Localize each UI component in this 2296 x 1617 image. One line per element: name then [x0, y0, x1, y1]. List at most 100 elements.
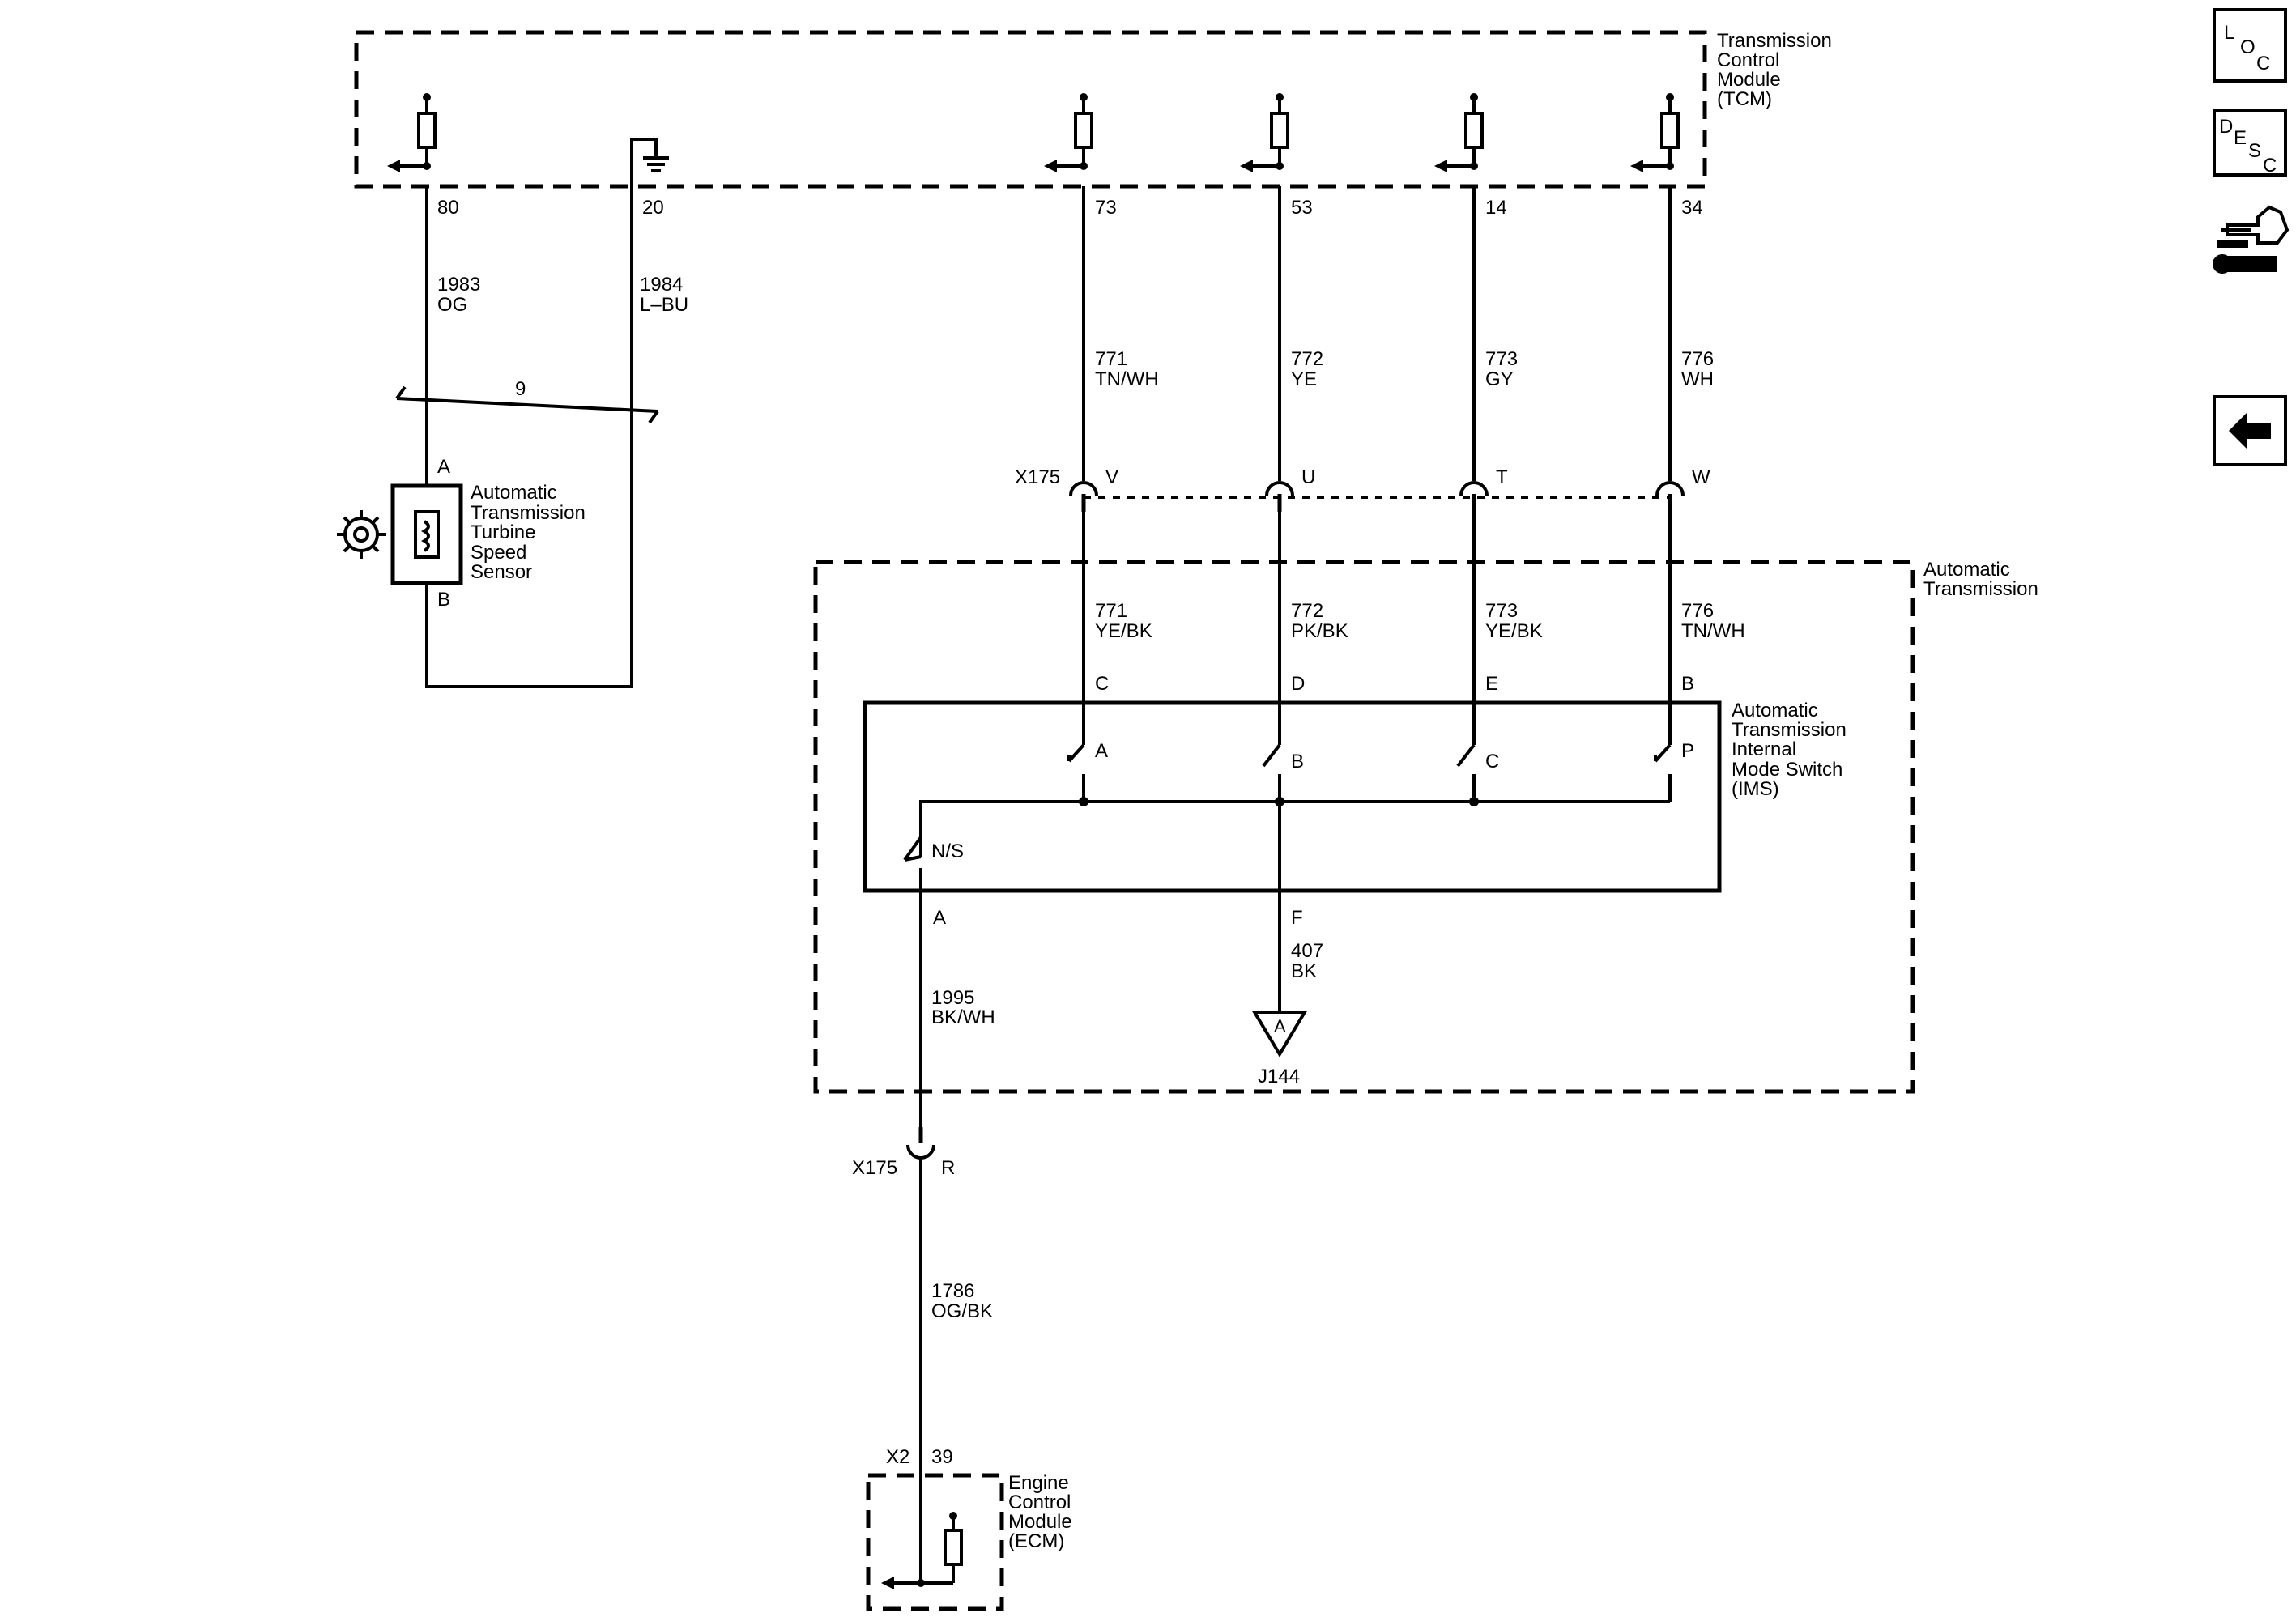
svg-text:Transmission: Transmission — [1717, 30, 1832, 52]
svg-text:D: D — [2219, 116, 2233, 138]
connector-service-icon[interactable] — [2213, 205, 2290, 274]
svg-text:GY: GY — [1485, 368, 1514, 390]
x175-pin-r: X175 R — [852, 1127, 955, 1179]
svg-text:1995: 1995 — [931, 987, 974, 1009]
svg-text:OG/BK: OG/BK — [931, 1300, 993, 1322]
svg-text:TN/WH: TN/WH — [1681, 620, 1745, 642]
svg-text:L–BU: L–BU — [640, 294, 688, 316]
ims-switch-ns: N/S — [903, 836, 964, 891]
wire-776-upper-label: 776 WH — [1681, 348, 1714, 390]
tss-sensor-body — [390, 483, 463, 585]
transmission-label: Automatic Transmission — [1923, 559, 2038, 600]
svg-text:C: C — [2256, 53, 2270, 74]
svg-text:BK: BK — [1291, 960, 1317, 982]
ims-pin-f-bottom: F — [1291, 907, 1303, 929]
svg-text:Automatic: Automatic — [1732, 700, 1818, 721]
tcm-module-frame — [354, 30, 1707, 189]
svg-text:BK/WH: BK/WH — [931, 1006, 995, 1028]
wire-773-upper-label: 773 GY — [1485, 348, 1518, 390]
x175-top-label: X175 — [1015, 466, 1060, 488]
svg-text:1984: 1984 — [640, 274, 683, 296]
svg-text:X175: X175 — [852, 1157, 897, 1179]
svg-text:Mode Switch: Mode Switch — [1732, 759, 1842, 781]
svg-text:772: 772 — [1291, 600, 1323, 622]
ims-pin-c: C — [1095, 673, 1109, 695]
tcm-input-73 — [1044, 93, 1093, 172]
ims-pin-d: D — [1291, 673, 1305, 695]
gear-icon — [337, 510, 386, 559]
twisted-pair-marker: 9 — [395, 378, 659, 424]
ecm-input-39 — [881, 1512, 963, 1589]
svg-text:776: 776 — [1681, 348, 1714, 370]
back-arrow-icon — [2229, 413, 2271, 449]
ecm-connector-x2: X2 — [886, 1446, 909, 1468]
ims-switch-b: B — [1262, 743, 1304, 802]
svg-text:YE/BK: YE/BK — [1485, 620, 1543, 642]
svg-text:Transmission: Transmission — [471, 502, 586, 524]
ims-switch-a: A — [1067, 740, 1108, 802]
wire-1786-label: 1786 OG/BK — [931, 1280, 993, 1322]
tcm-pin-34: 34 — [1681, 197, 1703, 219]
svg-text:1786: 1786 — [931, 1280, 974, 1302]
wire-1995-label: 1995 BK/WH — [931, 987, 995, 1028]
ims-pin-b: B — [1681, 673, 1694, 695]
svg-text:773: 773 — [1485, 600, 1518, 622]
svg-text:N/S: N/S — [931, 840, 964, 862]
svg-text:Sensor: Sensor — [471, 561, 532, 583]
wire-773-lower-label: 773 YE/BK — [1485, 600, 1543, 642]
svg-text:L: L — [2224, 22, 2234, 44]
svg-text:P: P — [1681, 740, 1694, 762]
x175-pin-t: T — [1459, 466, 1508, 512]
ims-pin-a-bottom: A — [933, 907, 946, 929]
ims-pin-e: E — [1485, 673, 1498, 695]
svg-text:A: A — [1095, 740, 1108, 762]
svg-text:B: B — [1291, 751, 1304, 772]
svg-text:407: 407 — [1291, 940, 1323, 962]
x175-pin-w: W — [1655, 466, 1710, 512]
wire-772-upper-label: 772 YE — [1291, 348, 1323, 390]
svg-text:Turbine: Turbine — [471, 521, 535, 543]
tcm-pin-20: 20 — [642, 197, 664, 219]
tss-pin-a: A — [437, 456, 450, 478]
svg-text:773: 773 — [1485, 348, 1518, 370]
svg-text:Module: Module — [1008, 1511, 1072, 1533]
wire-1983-label: 1983 OG — [437, 274, 480, 316]
tss-sensor-coil — [414, 510, 440, 559]
ims-label: Automatic Transmission Internal Mode Swi… — [1732, 700, 1847, 800]
svg-text:PK/BK: PK/BK — [1291, 620, 1348, 642]
svg-text:U: U — [1301, 466, 1315, 488]
svg-text:Transmission: Transmission — [1732, 719, 1847, 741]
x175-pin-v: V — [1069, 466, 1118, 512]
description-button[interactable]: D E S C — [2213, 109, 2287, 177]
svg-text:776: 776 — [1681, 600, 1714, 622]
wire-1984-label: 1984 L–BU — [640, 274, 688, 316]
wire-1984 — [425, 186, 633, 688]
tcm-input-14 — [1434, 93, 1484, 172]
svg-text:Module: Module — [1717, 69, 1781, 91]
svg-text:772: 772 — [1291, 348, 1323, 370]
svg-text:(ECM): (ECM) — [1008, 1530, 1064, 1552]
tcm-label: Transmission Control Module (TCM) — [1717, 30, 1832, 110]
ims-common-bus — [919, 800, 1670, 857]
ecm-pin-39: 39 — [931, 1446, 953, 1468]
tcm-pin-53: 53 — [1291, 197, 1313, 219]
svg-text:E: E — [2234, 127, 2247, 149]
tcm-pin-14: 14 — [1485, 197, 1507, 219]
tcm-input-80 — [387, 93, 437, 172]
ground-j144-symbol: A J144 — [1251, 1011, 1308, 1087]
wire-771-upper-label: 771 TN/WH — [1095, 348, 1159, 390]
ims-switch-c: C — [1456, 743, 1499, 802]
tcm-input-34 — [1630, 93, 1680, 172]
svg-text:R: R — [941, 1157, 955, 1179]
wire-771-lower-label: 771 YE/BK — [1095, 600, 1152, 642]
svg-text:Engine: Engine — [1008, 1472, 1069, 1494]
svg-text:1983: 1983 — [437, 274, 480, 296]
ecm-label: Engine Control Module (ECM) — [1008, 1472, 1072, 1552]
ecm-module-frame — [866, 1473, 1004, 1611]
wire-776-lower-label: 776 TN/WH — [1681, 600, 1745, 642]
tss-label: Automatic Transmission Turbine Speed Sen… — [471, 482, 586, 583]
location-button[interactable]: L O C — [2213, 8, 2287, 83]
back-button[interactable] — [2213, 395, 2287, 466]
wire-772-lower-label: 772 PK/BK — [1291, 600, 1348, 642]
svg-text:Control: Control — [1717, 49, 1779, 71]
